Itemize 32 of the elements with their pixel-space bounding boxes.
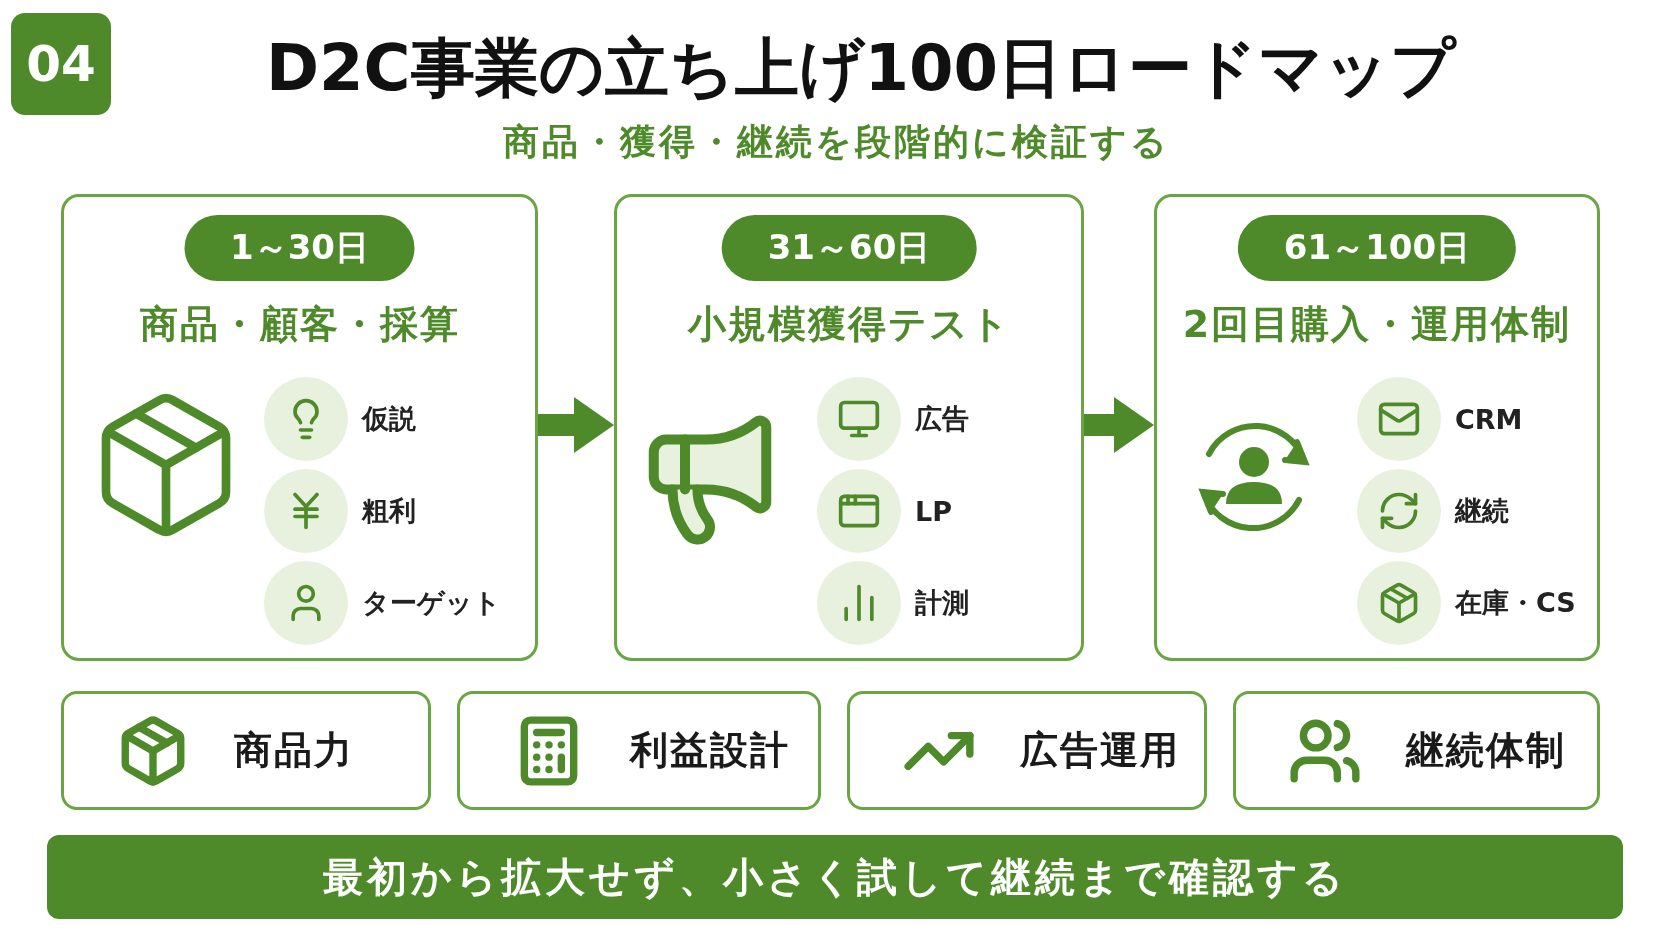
item-label: CRM [1455,403,1523,435]
feature-card [61,691,431,810]
feature-label: 広告運用 [1020,727,1180,774]
phase-heading: 2回目購入・運用体制 [1181,301,1573,348]
feature-label: 継続体制 [1406,727,1566,774]
item-label: 仮説 [362,402,416,436]
phase-panel [1154,194,1600,661]
item-label: 継続 [1455,494,1509,528]
feature-card [1233,691,1600,810]
phase-heading: 小規模獲得テスト [686,301,1012,348]
period-pill: 31～60日 [721,215,977,281]
period-pill: 61～100日 [1237,215,1517,281]
flow-arrow [538,397,614,453]
item-label: 粗利 [362,494,416,528]
phase-panel [614,194,1084,661]
flow-arrow [1084,397,1154,453]
item-label: 広告 [915,402,969,436]
item-label: 計測 [915,586,969,620]
feature-label: 利益設計 [630,727,790,774]
phase-panel [61,194,538,661]
phase-heading: 商品・顧客・採算 [138,301,461,348]
section-number: 04 [11,13,111,115]
title: D2C事業の立ち上げ100日ロードマップ [264,30,1458,107]
item-label: 在庫・CS [1455,586,1576,620]
feature-card [847,691,1207,810]
summary-banner: 最初から拡大せず、小さく試して継続まで確認する [47,835,1623,919]
item-label: LP [915,495,952,527]
period-pill: 1～30日 [184,215,415,281]
subtitle: 商品・獲得・継続を段階的に検証する [501,120,1171,164]
feature-card [457,691,821,810]
feature-label: 商品力 [234,727,354,774]
item-label: ターゲット [362,586,501,620]
